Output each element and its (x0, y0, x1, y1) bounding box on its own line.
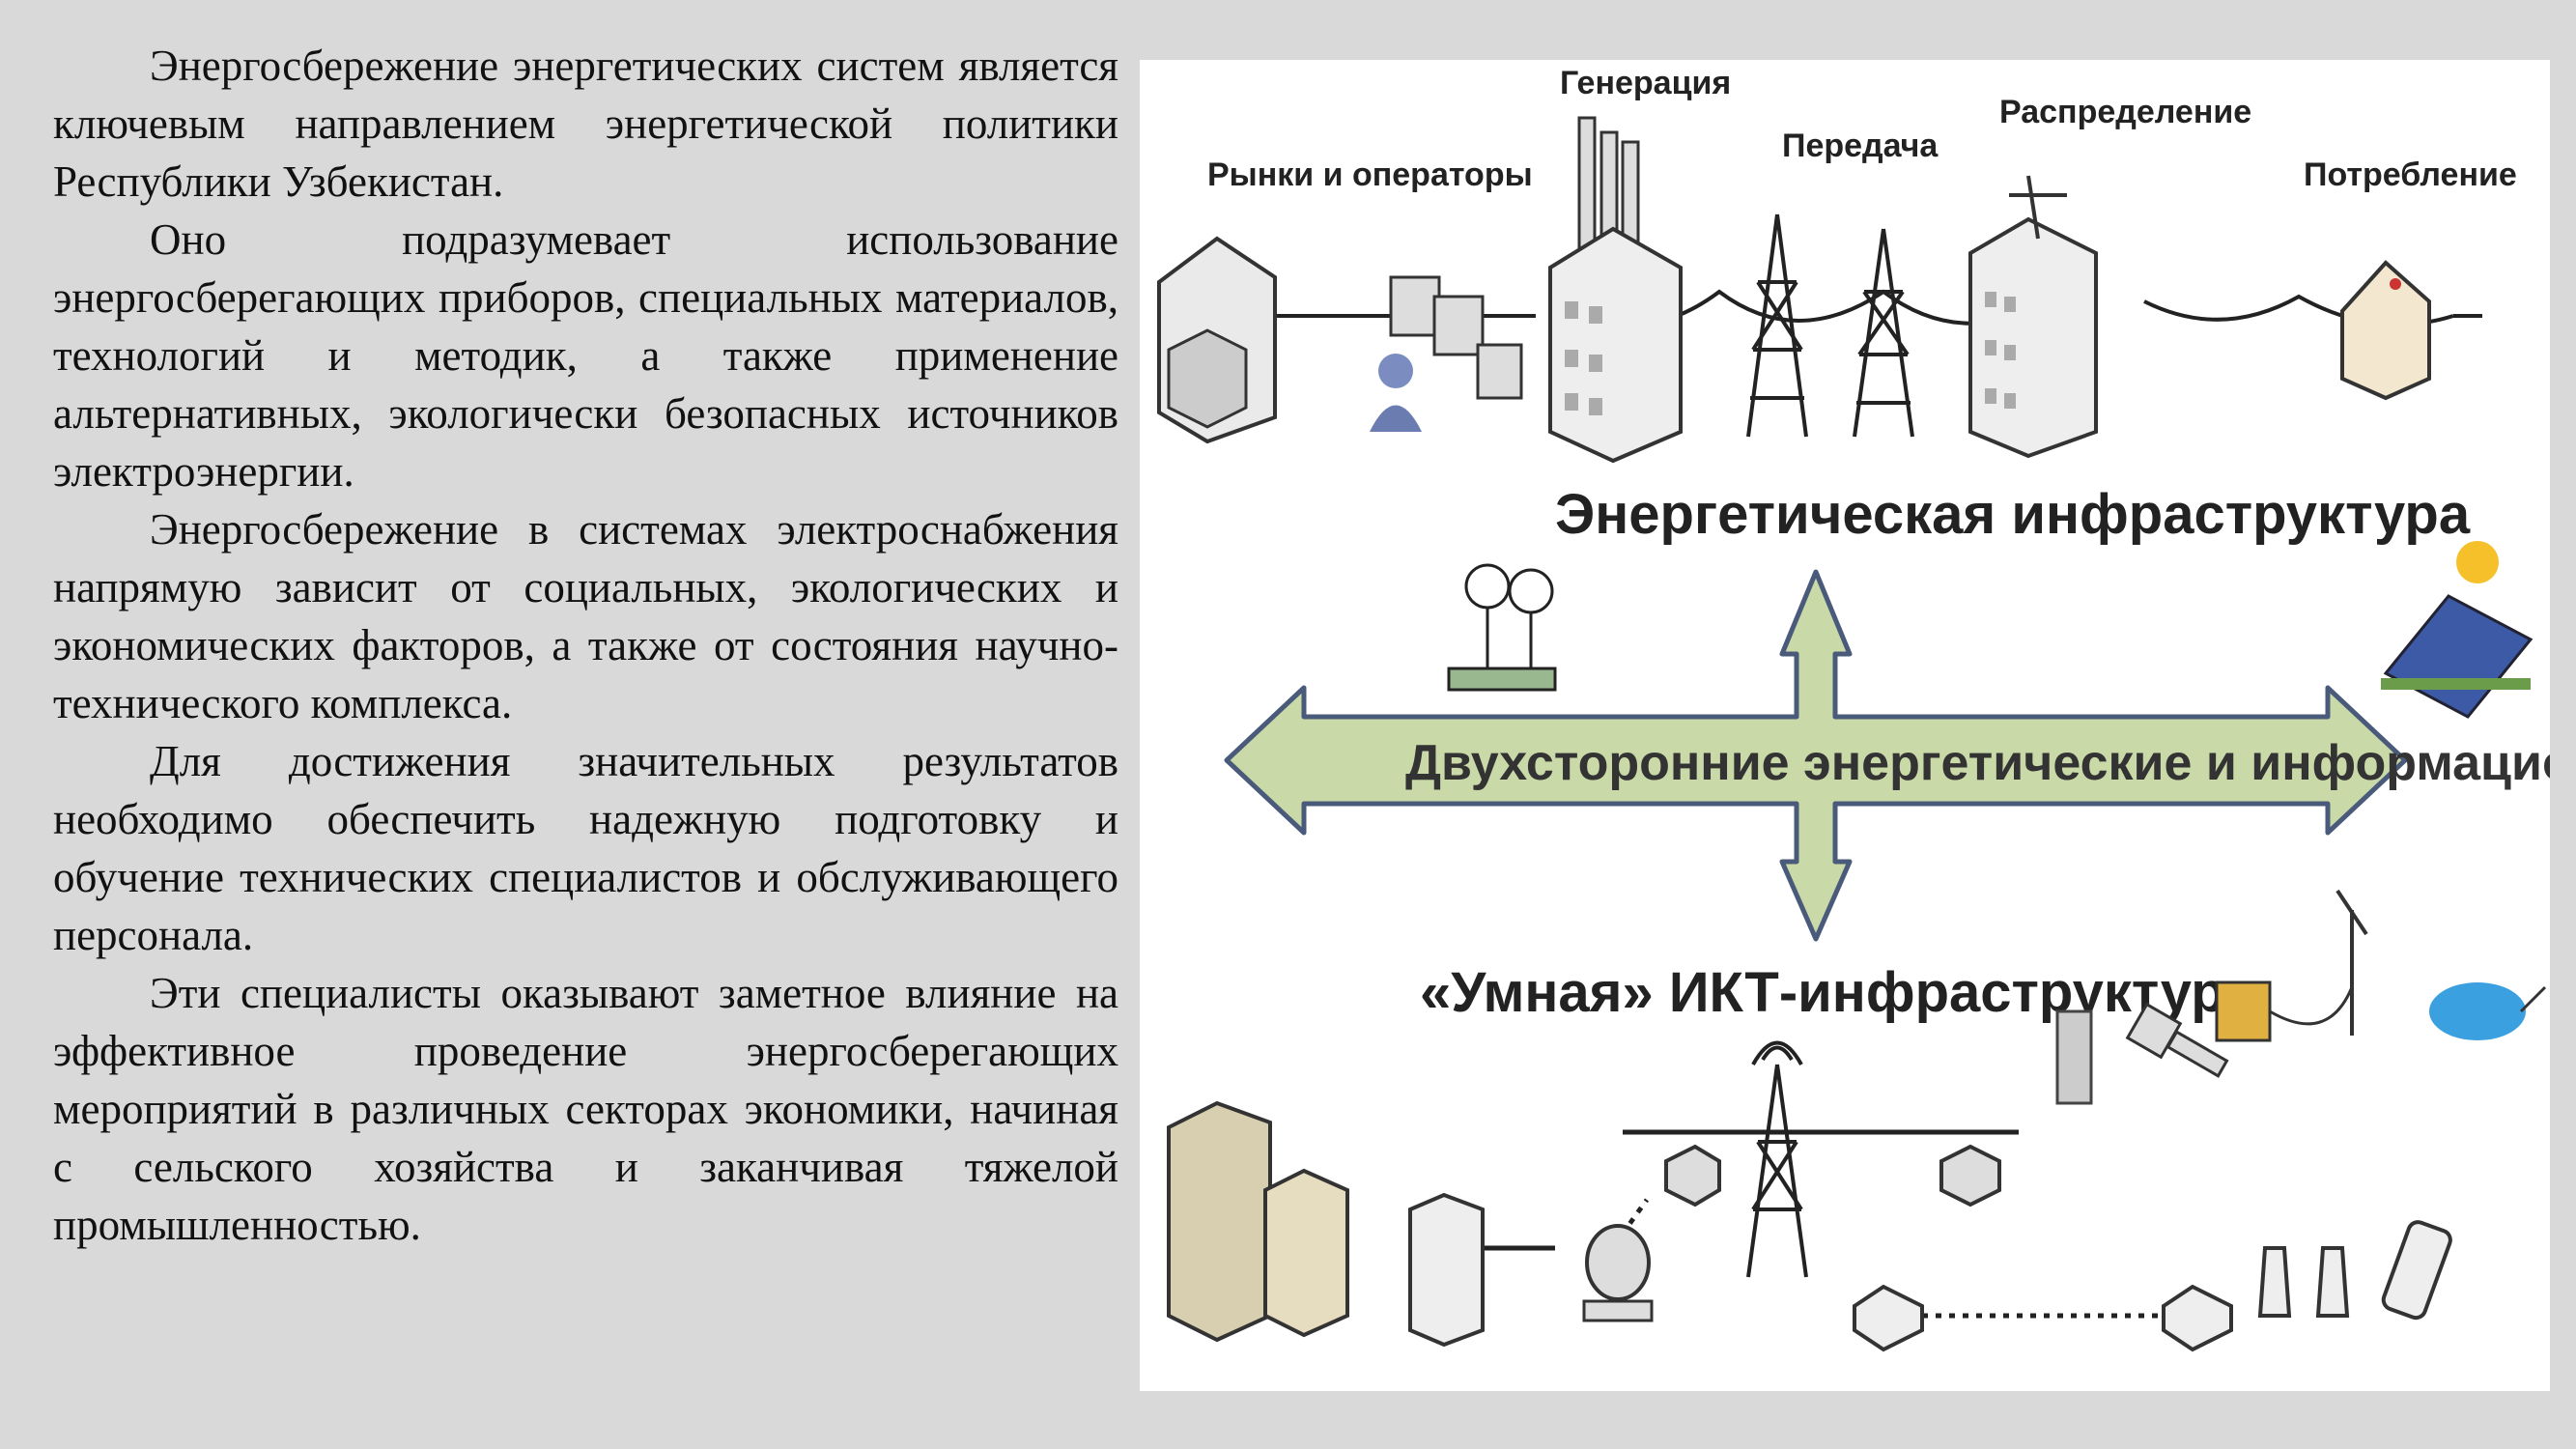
paragraph-1: Энергосбережение энергетических систем я… (53, 42, 1118, 206)
bidirectional-arrows (1224, 569, 2408, 942)
operators-workstation-icon (1370, 275, 1523, 432)
router-icon (1664, 1144, 2233, 1352)
smart-grid-diagram: Рынки и операторы Генерация Передача Рас… (1140, 60, 2550, 1391)
power-plant-icon (1548, 116, 1683, 464)
antenna-tower-icon (1746, 1040, 1808, 1278)
label-consumption: Потребление (2304, 156, 2517, 193)
smart-ict-title: «Умная» ИКТ-инфраструктура (1420, 961, 2257, 1024)
network-line (1425, 1129, 2164, 1319)
battery-icon (2215, 980, 2354, 1042)
server-rack-icon (1167, 1100, 1485, 1348)
house-icon (2340, 260, 2431, 401)
satellite-icon (2125, 1002, 2229, 1078)
energy-infrastructure-title: Энергетическая инфраструктура (1555, 483, 2471, 546)
meter-icon (2055, 1009, 2093, 1105)
paragraph-5: Эти специалисты оказывают заметное влиян… (53, 969, 1118, 1249)
satellite-dish-icon (1582, 1224, 1654, 1322)
wind-turbine-icon (1447, 563, 1557, 692)
bidirectional-flows-label: Двухсторонние энергетические и информаци… (1405, 735, 2550, 791)
solar-panel-icon (2381, 541, 2534, 719)
mobile-phone-icon (2381, 1220, 2452, 1321)
body-text: Энергосбережение энергетических систем я… (53, 37, 1118, 1254)
wind-turbine-small-icon (2335, 889, 2368, 1036)
paragraph-2: Оно подразумевает использование энергосб… (53, 215, 1118, 496)
smart-meter-icon (2257, 1246, 2350, 1318)
label-distribution: Распределение (1999, 94, 2251, 130)
markets-building-icon (1157, 236, 1277, 444)
substation-icon (1968, 175, 2098, 459)
label-markets: Рынки и операторы (1207, 156, 1533, 193)
diagram-canvas: Рынки и операторы Генерация Передача Рас… (1157, 65, 2550, 1352)
paragraph-4: Для достижения значительных результатов … (53, 737, 1118, 959)
label-transmission: Передача (1782, 128, 1939, 164)
electric-car-icon (2429, 982, 2547, 1040)
label-generation: Генерация (1560, 65, 1731, 101)
transmission-tower-icon (1746, 213, 1914, 438)
paragraph-3: Энергосбережение в системах электроснабж… (53, 505, 1118, 727)
